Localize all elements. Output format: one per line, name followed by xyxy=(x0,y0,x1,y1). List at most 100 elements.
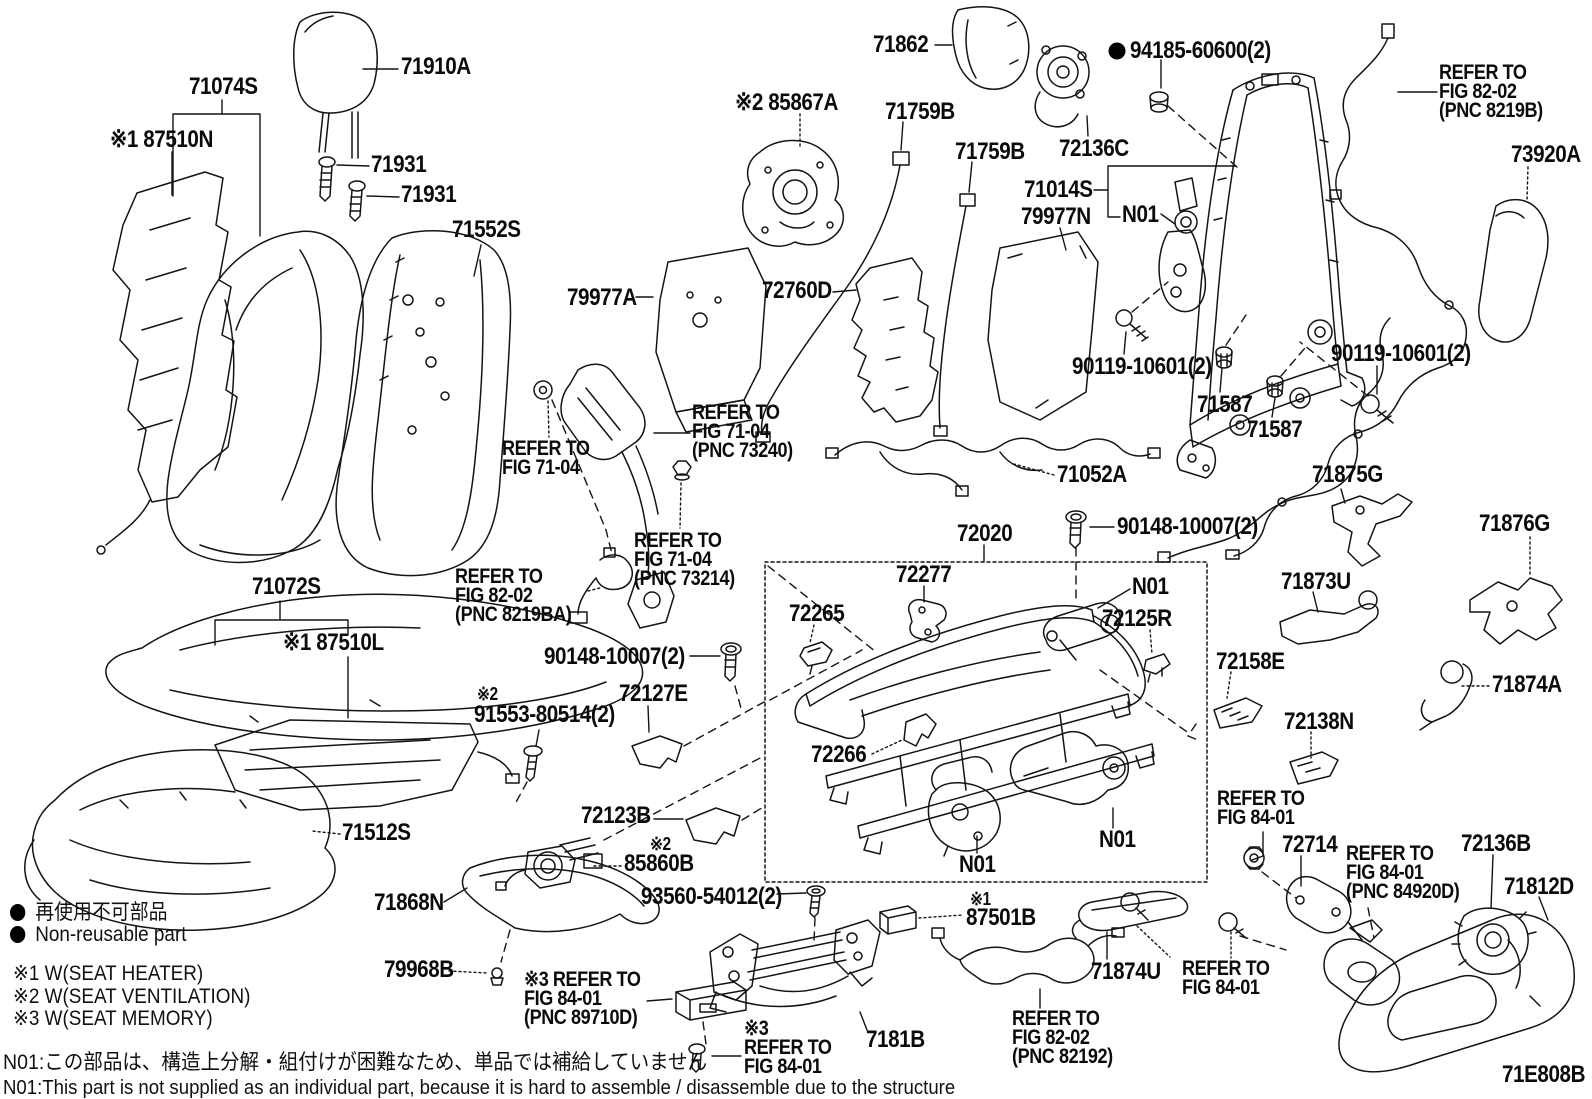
legend-nonreusable-jp-text: 再使用不可部品 xyxy=(35,901,168,924)
label-93560: 93560-54012(2) xyxy=(641,883,782,910)
grommet-79968b-drawing xyxy=(490,967,504,986)
seat-back-frame-board-drawing xyxy=(335,230,512,577)
legend-mark-seat-heater: ※1 W(SEAT HEATER) xyxy=(13,961,203,986)
label-72714: 72714 xyxy=(1282,831,1338,858)
label-71910a: 71910A xyxy=(401,53,471,80)
nonreusable-dot-icon xyxy=(1108,42,1126,60)
back-board-71862-drawing xyxy=(951,5,1030,90)
bolt-8401-right-b-drawing xyxy=(1218,912,1247,939)
label-72136c: 72136C xyxy=(1059,135,1129,162)
blower-85860b-drawing xyxy=(495,837,603,891)
clip-72123b-drawing xyxy=(685,807,741,845)
label-7181b: 7181B xyxy=(866,1026,925,1053)
legend-mark-seat-ventilation: ※2 W(SEAT VENTILATION) xyxy=(13,984,250,1009)
label-71587-b: 71587 xyxy=(1247,416,1303,443)
screw-93560-drawing xyxy=(806,885,826,918)
ecu-bolt-drawing xyxy=(688,1043,706,1073)
label-71876g: 71876G xyxy=(1479,510,1550,537)
label-87501b: 87501B xyxy=(966,904,1036,931)
label-72138n: 72138N xyxy=(1284,708,1354,735)
label-71874u: 71874U xyxy=(1091,958,1161,985)
seat-back-board-79977a-drawing xyxy=(655,247,767,433)
nut-94185-drawing xyxy=(1149,91,1169,113)
label-71074s: 71074S xyxy=(189,73,258,100)
screw-90148-left-drawing xyxy=(720,642,742,682)
label-72266: 72266 xyxy=(811,741,867,768)
airbag-module-85867a-drawing xyxy=(742,139,844,247)
label-79968b: 79968B xyxy=(384,956,454,983)
wire-82192-drawing xyxy=(931,927,1125,985)
nonreusable-dot-icon xyxy=(10,926,26,943)
label-87501b-mk: ※1 xyxy=(970,889,991,909)
lumbar-motor-n01-drawing xyxy=(1158,177,1207,313)
bracket-71873u-drawing xyxy=(1279,590,1379,645)
seat-back-frame-drawing xyxy=(1176,72,1366,479)
label-79977a: 79977A xyxy=(567,284,637,311)
nut-71587-a-drawing xyxy=(1215,346,1233,369)
label-n01-box-bl: N01 xyxy=(959,851,996,878)
legend-mark-seat-memory: ※3 W(SEAT MEMORY) xyxy=(13,1006,213,1031)
cushion-shield-71812d-drawing xyxy=(1338,913,1575,1073)
label-87510n: ※1 87510N xyxy=(110,126,213,153)
cables-71759b-drawing xyxy=(755,151,976,443)
adjuster-box-outline xyxy=(764,561,1208,883)
label-79977n: 79977N xyxy=(1021,203,1091,230)
label-n01-box-tr: N01 xyxy=(1132,573,1169,600)
construction-dashes xyxy=(500,105,1375,1045)
screw-90148-right-drawing xyxy=(1065,510,1087,549)
label-71868n: 71868N xyxy=(374,889,444,916)
bracket-71876g-drawing xyxy=(1469,577,1563,645)
mark-text: W(SEAT MEMORY) xyxy=(44,1007,213,1030)
seat-back-board-79977n-drawing xyxy=(987,231,1099,421)
headrest-drawing xyxy=(292,11,378,159)
mark-symbol: ※1 xyxy=(13,962,40,985)
label-71931-b: 71931 xyxy=(401,181,457,208)
seat-back-wire-8219b-drawing xyxy=(1225,23,1468,560)
bolt-8401-right-a-drawing xyxy=(1120,892,1149,921)
seat-cushion-cover-71512s-drawing xyxy=(24,749,336,932)
tilt-motor-n01-drawing xyxy=(1042,602,1122,661)
legend-nonreusable-en: Non-reusable part xyxy=(10,923,186,947)
label-71587-a: 71587 xyxy=(1197,391,1253,418)
bolt-90119-right-drawing xyxy=(1360,394,1394,424)
label-72136b: 72136B xyxy=(1461,830,1531,857)
label-diagram-code: 71E808B xyxy=(1502,1061,1586,1088)
ecu-89710d-drawing xyxy=(675,981,747,1021)
label-72158e: 72158E xyxy=(1216,648,1285,675)
dotted-leaders xyxy=(311,113,1531,974)
clip-72158e-drawing xyxy=(1213,697,1263,729)
label-90148-r: 90148-10007(2) xyxy=(1117,513,1258,540)
label-72277: 72277 xyxy=(896,561,952,588)
leader-lines xyxy=(171,44,1549,1057)
label-91553-mk: ※2 xyxy=(477,684,498,704)
relay-87501b-drawing xyxy=(879,905,917,935)
clip-72265-drawing xyxy=(799,641,833,675)
label-72760d: 72760D xyxy=(762,277,832,304)
note-jp: N01:この部品は、構造上分解・組付けが困難なため、単品では補給していません xyxy=(3,1051,708,1074)
label-94185: 94185-60600(2) xyxy=(1130,37,1271,64)
note-en: N01:This part is not supplied as an indi… xyxy=(3,1077,956,1099)
label-71014s: 71014S xyxy=(1024,176,1093,203)
headrest-support-bolts-drawing xyxy=(318,156,366,222)
bracket-71875g-drawing xyxy=(1331,493,1413,567)
label-71812d: 71812D xyxy=(1504,873,1574,900)
label-90148-l: 90148-10007(2) xyxy=(544,643,685,670)
small-harness-8219ba-drawing xyxy=(569,547,633,624)
bracket-71874u-drawing xyxy=(1071,890,1189,939)
label-71874a: 71874A xyxy=(1492,671,1562,698)
ventilation-pad-72760d-drawing xyxy=(851,257,939,423)
label-72125r: 72125R xyxy=(1102,605,1172,632)
label-71875g: 71875G xyxy=(1312,461,1383,488)
